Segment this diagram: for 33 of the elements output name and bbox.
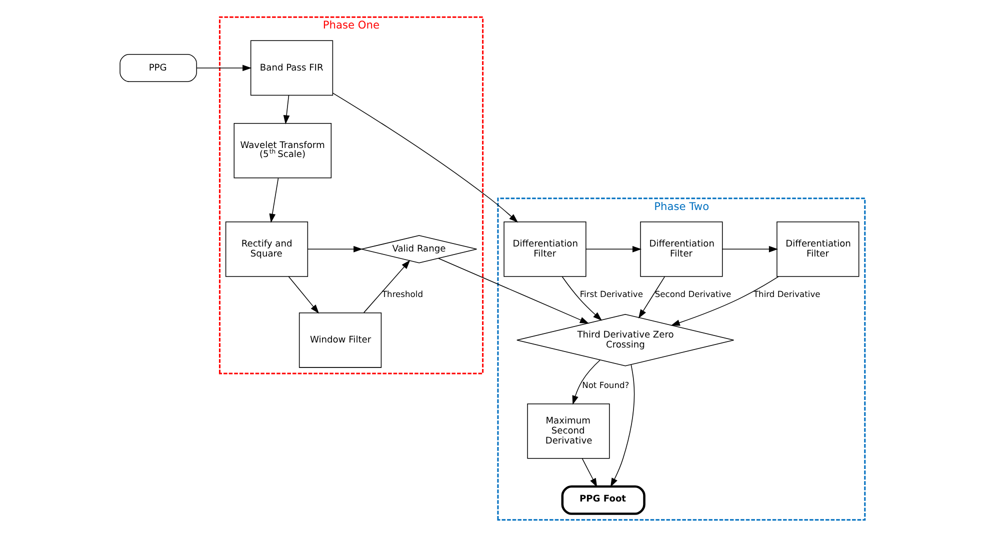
arrow xyxy=(722,246,778,252)
edge-label: Second Derivative xyxy=(654,288,731,299)
arrow xyxy=(288,276,319,314)
node-box: Differentiation Filter xyxy=(776,222,859,277)
arrow xyxy=(585,246,642,252)
node-diamond: Valid Range xyxy=(360,235,477,264)
arrow xyxy=(332,92,518,223)
node-box: Band Pass FIR xyxy=(250,40,333,96)
node-box: Wavelet Transform (5$^{th}$ Scale) xyxy=(233,122,332,178)
node-box: Maximum Second Derivative xyxy=(526,403,610,459)
arrow xyxy=(581,458,597,488)
edge-label: Threshold xyxy=(381,288,423,299)
arrow xyxy=(670,276,778,326)
arrow xyxy=(610,364,634,488)
node-box: Window Filter xyxy=(298,312,382,368)
node-box: PPG Foot xyxy=(560,485,645,515)
arrow xyxy=(268,178,278,223)
arrow xyxy=(306,246,362,252)
arrow xyxy=(282,94,290,124)
edge-label: First Derivative xyxy=(579,288,642,299)
node-box: Differentiation Filter xyxy=(640,222,722,277)
arrow xyxy=(561,276,602,321)
arrow xyxy=(363,260,410,313)
arrow xyxy=(438,258,589,324)
node-box: PPG xyxy=(119,54,196,82)
node-box: Rectify and Square xyxy=(224,222,308,277)
node-diamond: Third Derivative Zero Crossing xyxy=(516,314,734,366)
arrow xyxy=(638,276,665,319)
edge-label: Third Derivative xyxy=(752,288,820,299)
arrow xyxy=(572,360,600,405)
node-box: Differentiation Filter xyxy=(503,222,586,277)
edge-label: Not Found? xyxy=(582,380,629,390)
arrow xyxy=(196,64,252,72)
